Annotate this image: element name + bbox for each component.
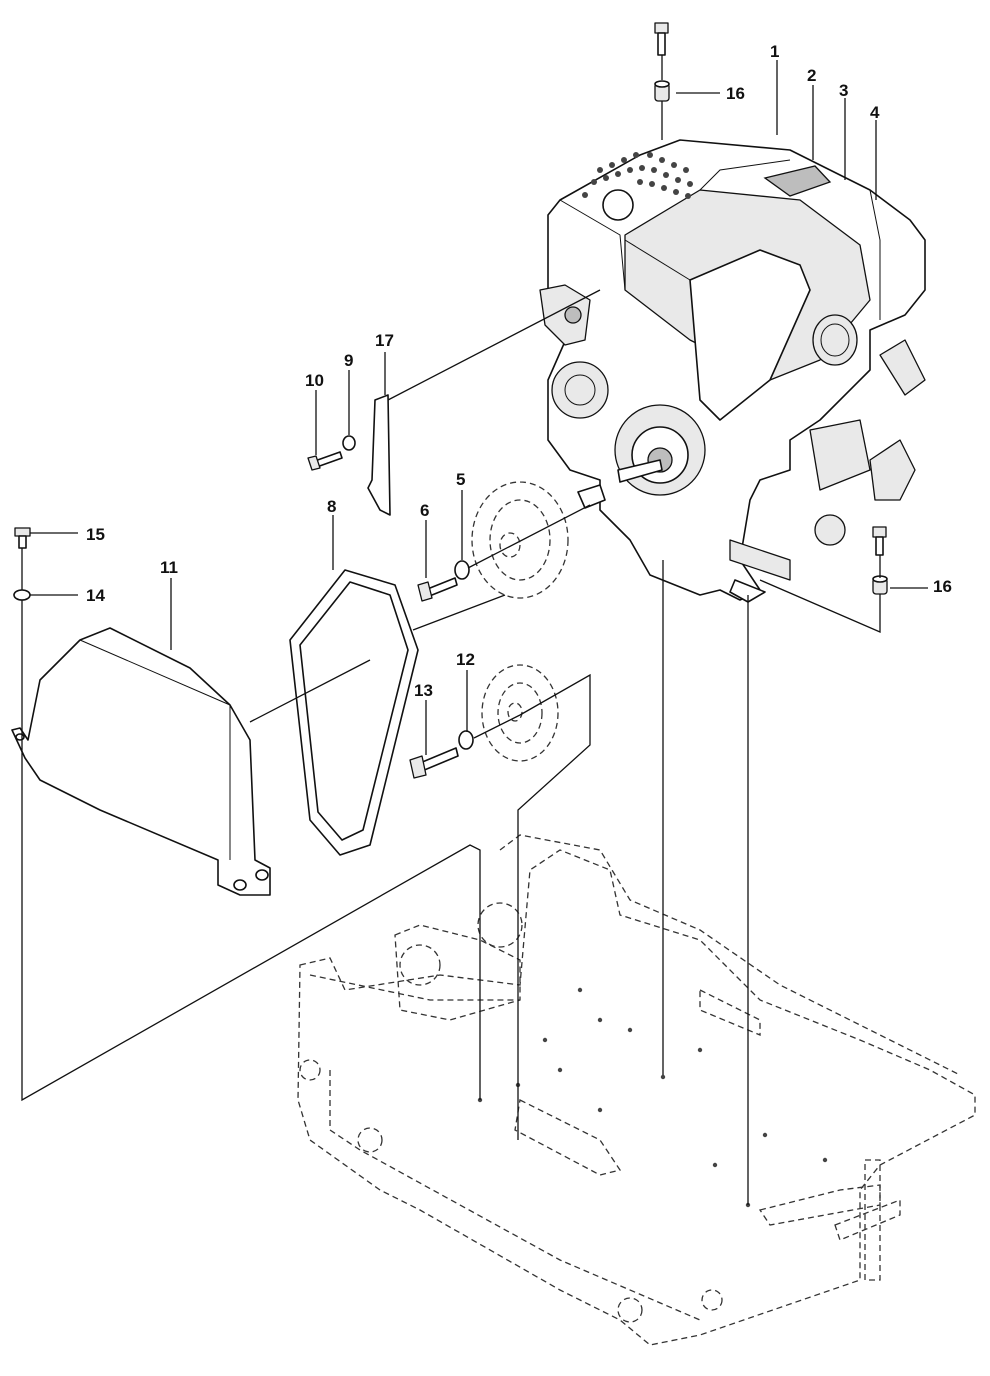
callout-2: 2 [807, 66, 816, 85]
callout-16-right: 16 [933, 577, 952, 596]
engine-assembly [539, 139, 926, 603]
bolt-16-top [654, 22, 669, 56]
assembly-lines [21, 55, 881, 1205]
callout-12: 12 [456, 650, 475, 669]
callout-14: 14 [86, 586, 105, 605]
callout-13: 13 [414, 681, 433, 700]
bolt-10 [307, 451, 343, 471]
callout-5: 5 [456, 470, 465, 489]
bolt-13 [409, 747, 459, 779]
callout-9: 9 [344, 351, 353, 370]
callout-17: 17 [375, 331, 394, 350]
washer-12 [458, 730, 474, 750]
bolt-16-right [872, 526, 887, 556]
washer-14 [13, 589, 31, 601]
pulley-upper [471, 481, 569, 599]
bracket-17 [367, 394, 391, 516]
callout-10: 10 [305, 371, 324, 390]
callout-8: 8 [327, 497, 336, 516]
callout-15: 15 [86, 525, 105, 544]
callout-11: 11 [160, 558, 178, 577]
drive-belt-8 [289, 569, 419, 856]
callout-3: 3 [839, 81, 848, 100]
pulley-lower [481, 664, 559, 762]
bolt-15 [14, 527, 31, 549]
spacer-16-right [872, 575, 888, 595]
callout-1: 1 [770, 42, 779, 61]
callout-leaders [30, 60, 928, 755]
callout-16-top: 16 [726, 84, 745, 103]
callout-labels: 1 2 3 4 16 16 17 9 10 5 6 8 15 11 14 12 … [86, 42, 952, 700]
base-plate-outline [297, 834, 976, 1346]
bolt-6 [417, 577, 458, 602]
callout-4: 4 [870, 103, 880, 122]
callout-6: 6 [420, 501, 429, 520]
washer-5 [454, 560, 470, 580]
belt-guard-11 [11, 627, 271, 896]
washer-9 [342, 435, 356, 451]
spacer-16-top [654, 80, 670, 102]
